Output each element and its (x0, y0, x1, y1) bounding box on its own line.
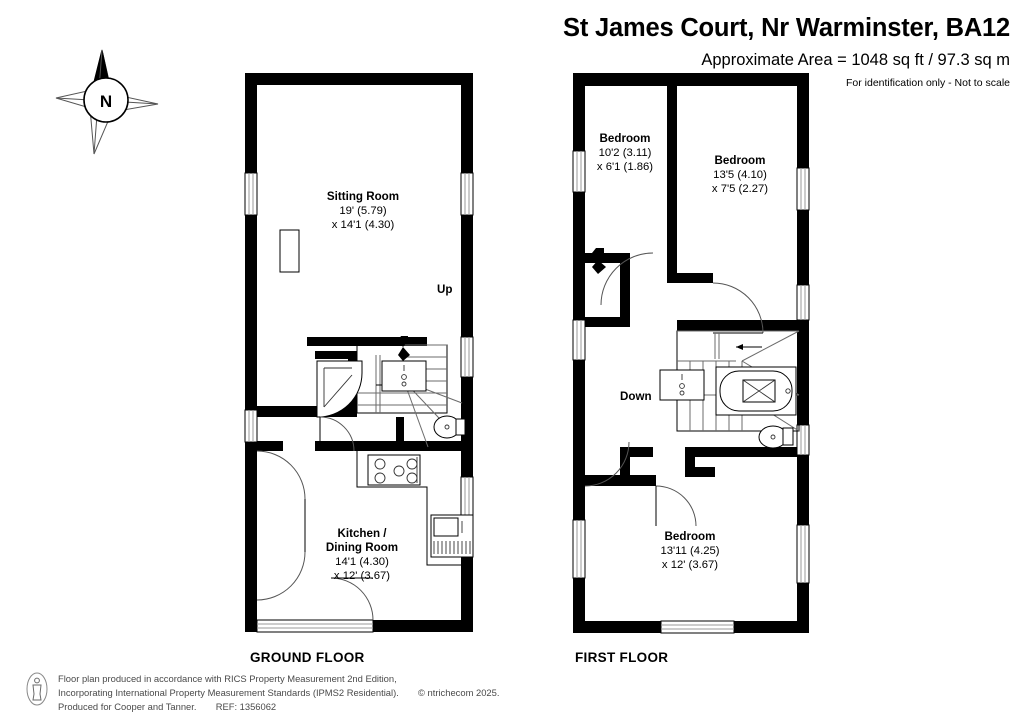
bedroom-2-dim1: 13'5 (4.10) (713, 169, 767, 181)
footer-ref: REF: 1356062 (215, 700, 277, 712)
ground-floor-caption: GROUND FLOOR (250, 650, 365, 665)
bathroom-toilet (758, 425, 794, 449)
footer-copyright: © ntrichecom 2025. (418, 686, 500, 698)
info-person-icon (26, 672, 48, 706)
first-floor-caption: FIRST FLOOR (575, 650, 669, 665)
first-floor-plan: Down (572, 73, 810, 634)
bathtub (715, 366, 797, 416)
page-title: St James Court, Nr Warminster, BA12 (563, 14, 1010, 42)
kitchen-fixtures (256, 450, 474, 621)
compass-rose-icon: N (55, 49, 159, 155)
bedroom-2-dim2: x 7'5 (2.27) (712, 183, 768, 195)
compass-north-label: N (100, 92, 112, 111)
approximate-area: Approximate Area = 1048 sq ft / 97.3 sq … (701, 51, 1010, 70)
toilet (433, 415, 466, 439)
header: St James Court, Nr Warminster, BA12 Appr… (563, 14, 1010, 89)
footer-line-3: Produced for Cooper and Tanner. (58, 700, 197, 712)
french-doors (256, 450, 306, 601)
bedroom-3-label: Bedroom 13'11 (4.25) x 12' (3.67) (660, 530, 719, 571)
kitchen-dim2: x 12' (3.67) (334, 570, 390, 582)
ground-floor-plan: Up (244, 73, 474, 633)
footer-disclaimer: Floor plan produced in accordance with R… (58, 672, 499, 714)
ground-floor-walls (245, 73, 473, 632)
bedroom-3-dim2: x 12' (3.67) (662, 559, 718, 571)
bedroom-3-name: Bedroom (665, 530, 716, 543)
identification-note: For identification only - Not to scale (846, 77, 1010, 90)
sitting-room-name: Sitting Room (327, 190, 399, 203)
stairs-down-label: Down (620, 390, 652, 403)
ground-floor-windows (244, 172, 474, 633)
kitchen-name-line2: Dining Room (326, 541, 398, 554)
bedroom-1-dim1: 10'2 (3.11) (599, 147, 652, 159)
wash-basin (381, 360, 427, 392)
bedroom-2-name: Bedroom (715, 154, 766, 167)
fireplace (279, 229, 300, 273)
kitchen-sink (430, 514, 474, 558)
sitting-room-label: Sitting Room 19' (5.79) x 14'1 (4.30) (327, 190, 399, 231)
sitting-room-dim2: x 14'1 (4.30) (332, 219, 395, 231)
kitchen-dining-room-label: Kitchen / Dining Room 14'1 (4.30) x 12' … (326, 527, 398, 582)
first-floor-bathroom (584, 366, 797, 527)
ground-floor-bathroom (316, 360, 466, 452)
footer: Floor plan produced in accordance with R… (26, 672, 499, 714)
bedroom-1-dim2: x 6'1 (1.86) (597, 161, 653, 173)
bedroom-3-dim1: 13'11 (4.25) (660, 545, 719, 557)
first-floor-windows (572, 150, 810, 634)
footer-line-1: Floor plan produced in accordance with R… (58, 673, 397, 684)
first-floor-door-swings (592, 248, 764, 334)
bedroom-1-name: Bedroom (600, 132, 651, 145)
sitting-room-dim1: 19' (5.79) (339, 205, 387, 217)
first-floor-walls (573, 73, 809, 633)
stairs-up-label: Up (437, 283, 452, 296)
kitchen-name-line1: Kitchen / (338, 527, 388, 540)
bedroom-2-label: Bedroom 13'5 (4.10) x 7'5 (2.27) (712, 154, 768, 195)
footer-line-2: Incorporating International Property Mea… (58, 686, 399, 698)
kitchen-dim1: 14'1 (4.30) (335, 556, 389, 568)
bedroom-1-label: Bedroom 10'2 (3.11) x 6'1 (1.86) (597, 132, 653, 173)
